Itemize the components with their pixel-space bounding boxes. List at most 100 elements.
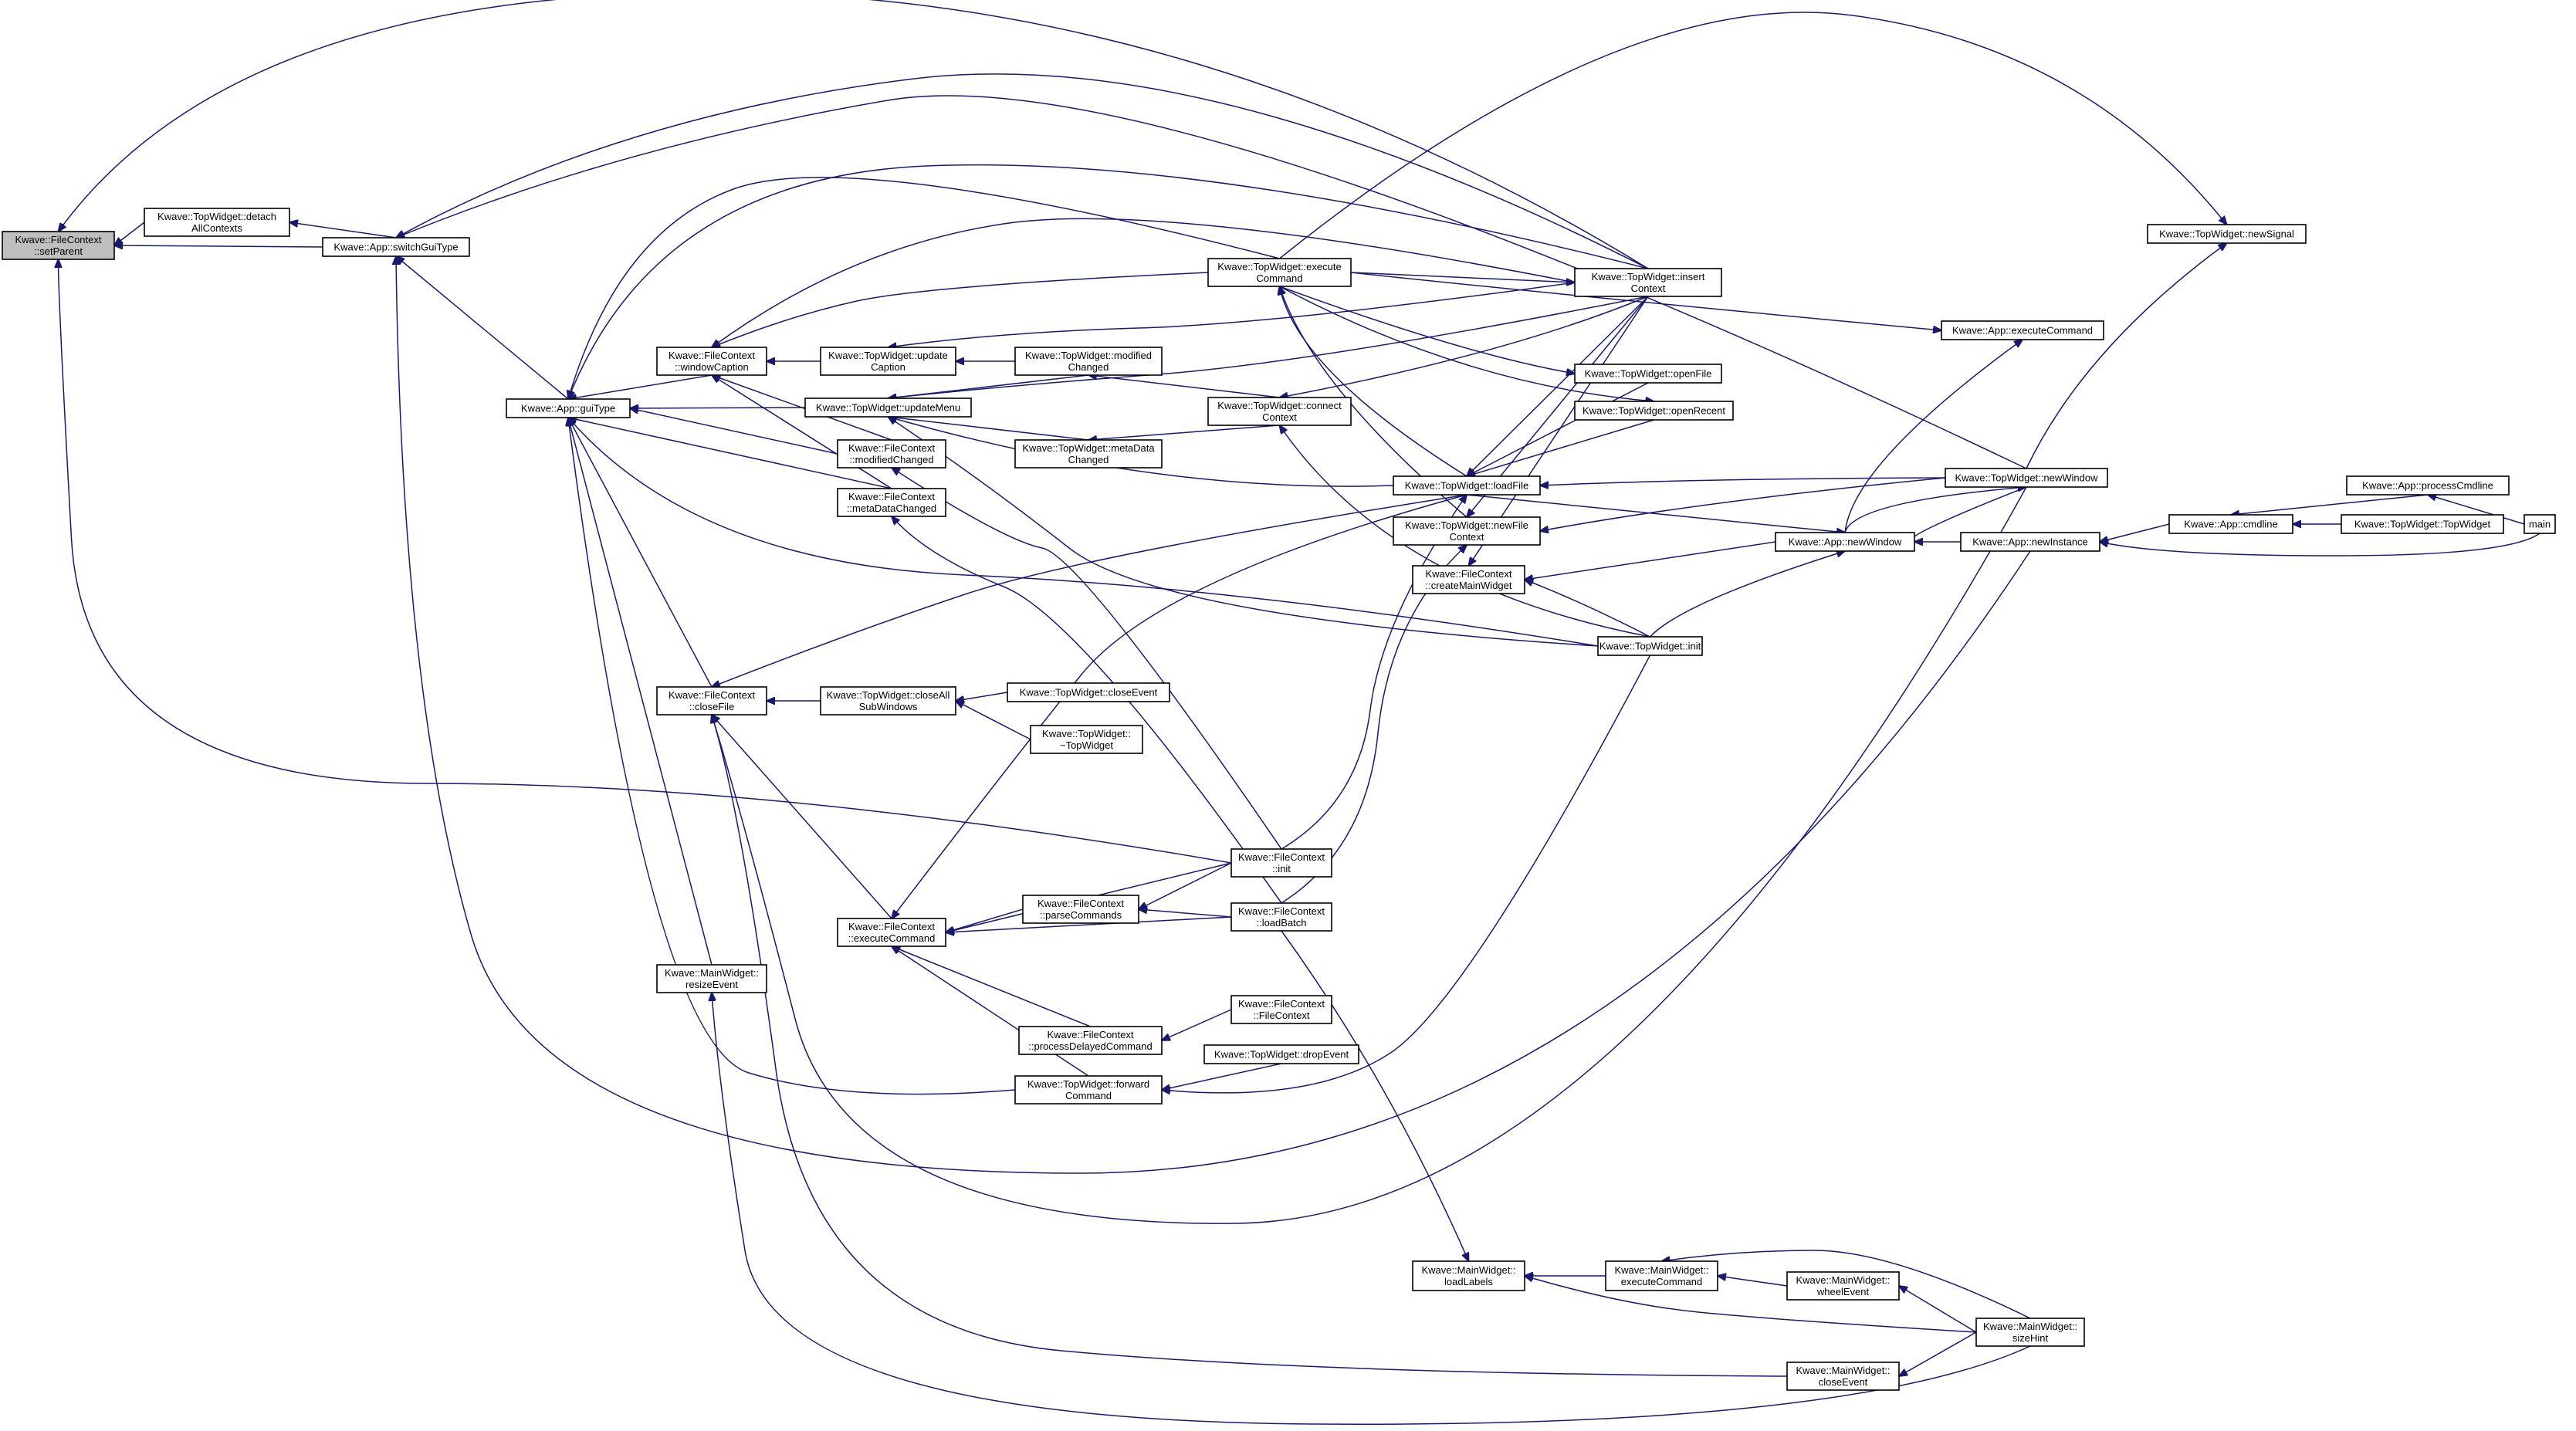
node-twDtor[interactable]: Kwave::TopWidget::~TopWidget — [1030, 725, 1143, 754]
node-procDelayed[interactable]: Kwave::FileContext::processDelayedComman… — [1018, 1026, 1163, 1055]
edge-twNewWindow-to-loadFile — [1540, 477, 1946, 485]
node-createMainW[interactable]: Kwave::FileContext::createMainWidget — [1412, 565, 1525, 594]
edge-openRecent-to-loadFile — [1467, 419, 1654, 476]
node-label: Kwave::FileContext — [1048, 1029, 1134, 1040]
node-cmdline[interactable]: Kwave::App::cmdline — [2168, 514, 2293, 534]
node-appNewWindow[interactable]: Kwave::App::newWindow — [1775, 532, 1915, 552]
node-box — [1786, 1362, 1900, 1391]
node-box — [1574, 364, 1722, 384]
node-newSignal[interactable]: Kwave::TopWidget::newSignal — [2147, 224, 2307, 244]
edge-fcModified-to-windowCaption — [712, 375, 892, 441]
node-label: ::loadBatch — [1256, 917, 1306, 929]
node-label: Command — [1257, 272, 1303, 284]
node-guiType[interactable]: Kwave::App::guiType — [506, 398, 631, 418]
node-resizeEvent[interactable]: Kwave::MainWidget::resizeEvent — [656, 964, 767, 993]
node-twMetaData[interactable]: Kwave::TopWidget::metaDataChanged — [1014, 439, 1163, 469]
node-sizeHint[interactable]: Kwave::MainWidget::sizeHint — [1975, 1318, 2085, 1347]
nodes-layer: Kwave::FileContext::setParentKwave::TopW… — [2, 208, 2556, 1391]
edge-wheelEvent-to-mwExecCmd — [1718, 1276, 1788, 1287]
node-label: Kwave::MainWidget:: — [665, 967, 759, 979]
node-twNewWindow[interactable]: Kwave::TopWidget::newWindow — [1945, 468, 2108, 488]
node-label: Kwave::FileContext — [1238, 998, 1325, 1010]
node-twInit[interactable]: Kwave::TopWidget::init — [1597, 636, 1703, 656]
node-updateMenu[interactable]: Kwave::TopWidget::updateMenu — [804, 398, 972, 418]
edge-loadBatch-to-parseCmds — [1139, 909, 1232, 918]
edge-twMetaData-to-updateMenu — [889, 417, 1089, 441]
node-twCloseEvent[interactable]: Kwave::TopWidget::closeEvent — [1007, 682, 1170, 702]
node-closeFile[interactable]: Kwave::FileContext::closeFile — [656, 686, 767, 716]
node-parseCmds[interactable]: Kwave::FileContext::parseCommands — [1022, 895, 1139, 924]
edge-procDelayed-to-execCmdFC — [892, 946, 1091, 1027]
node-label: wheelEvent — [1816, 1286, 1870, 1297]
node-fcInit[interactable]: Kwave::FileContext::init — [1230, 848, 1332, 878]
node-openFile[interactable]: Kwave::TopWidget::openFile — [1574, 364, 1722, 384]
node-mwExecCmd[interactable]: Kwave::MainWidget::executeCommand — [1605, 1260, 1718, 1291]
node-mwCloseEvent[interactable]: Kwave::MainWidget::closeEvent — [1786, 1362, 1900, 1391]
node-label: Kwave::TopWidget::newSignal — [2159, 228, 2294, 240]
node-main[interactable]: main — [2524, 514, 2556, 534]
edge-loadFile-to-twExecCmd — [1280, 286, 1467, 477]
node-windowCaption[interactable]: Kwave::FileContext::windowCaption — [656, 347, 767, 376]
node-box — [322, 237, 470, 257]
edge-connectCtx-to-twMetaData — [1088, 425, 1280, 440]
edge-parseCmds-to-execCmdFC — [946, 908, 1024, 932]
edge-twNewWindow-to-newFileCtx — [1540, 477, 1946, 531]
edge-openFile-to-loadFile — [1467, 382, 1649, 476]
node-loadFile[interactable]: Kwave::TopWidget::loadFile — [1393, 475, 1541, 496]
edge-fcCtor-to-procDelayed — [1162, 1009, 1232, 1040]
node-openRecent[interactable]: Kwave::TopWidget::openRecent — [1574, 401, 1734, 421]
edge-fcInit-to-loadFile — [1281, 495, 1467, 850]
node-setParent[interactable]: Kwave::FileContext::setParent — [2, 231, 115, 260]
node-twExecCmd[interactable]: Kwave::TopWidget::executeCommand — [1207, 258, 1352, 287]
node-label: Kwave::TopWidget::closeAll — [827, 689, 950, 701]
edge-insertCtx-to-updateCaption — [889, 282, 1576, 347]
node-box — [2341, 514, 2504, 534]
node-label: Kwave::MainWidget:: — [1796, 1365, 1890, 1376]
node-box — [2, 231, 115, 260]
node-box — [1574, 268, 1722, 297]
node-box — [1230, 848, 1332, 878]
edges-layer — [58, 0, 2540, 1425]
edge-guiType-to-switchGui — [396, 256, 569, 400]
node-processCmdline[interactable]: Kwave::App::processCmdline — [2346, 475, 2510, 496]
node-twCtor[interactable]: Kwave::TopWidget::TopWidget — [2341, 514, 2504, 534]
node-label: ::createMainWidget — [1426, 580, 1512, 591]
node-box — [1007, 682, 1170, 702]
node-loadBatch[interactable]: Kwave::FileContext::loadBatch — [1230, 902, 1332, 932]
edge-twExecCmd-to-openFile — [1279, 286, 1576, 374]
node-label: Kwave::App::processCmdline — [2362, 480, 2493, 492]
node-label: SubWindows — [859, 701, 918, 712]
node-label: Kwave::FileContext — [848, 491, 935, 502]
node-label: Kwave::TopWidget::updateMenu — [816, 402, 960, 414]
node-loadLabels[interactable]: Kwave::MainWidget::loadLabels — [1412, 1260, 1525, 1291]
node-label: Changed — [1068, 454, 1109, 465]
node-fcModified[interactable]: Kwave::FileContext::modifiedChanged — [837, 439, 946, 469]
node-label: Kwave::TopWidget::forward — [1027, 1078, 1149, 1090]
node-label: Kwave::FileContext — [669, 350, 755, 361]
node-fcCtor[interactable]: Kwave::FileContext::FileContext — [1230, 995, 1332, 1024]
node-newInstance[interactable]: Kwave::App::newInstance — [1960, 532, 2100, 552]
node-execCmdFC[interactable]: Kwave::FileContext::executeCommand — [837, 918, 946, 947]
edge-insertCtx-to-updateMenu — [889, 296, 1649, 398]
edge-fcMetaData-to-windowCaption — [712, 375, 892, 489]
node-box — [2168, 514, 2293, 534]
node-dropEvent[interactable]: Kwave::TopWidget::dropEvent — [1203, 1044, 1359, 1064]
node-label: Kwave::FileContext — [1238, 851, 1325, 863]
node-twModified[interactable]: Kwave::TopWidget::modifiedChanged — [1014, 347, 1163, 376]
node-switchGui[interactable]: Kwave::App::switchGuiType — [322, 237, 470, 257]
node-box — [2524, 514, 2556, 534]
node-wheelEvent[interactable]: Kwave::MainWidget::wheelEvent — [1786, 1271, 1900, 1301]
node-label: Kwave::TopWidget::dropEvent — [1214, 1049, 1349, 1061]
edge-forwardCmd-to-guiType — [568, 418, 1016, 1095]
edge-loadBatch-to-fcMetaData — [892, 516, 1282, 904]
node-appExecCmd[interactable]: Kwave::App::executeCommand — [1941, 320, 2104, 340]
node-label: ::setParent — [34, 245, 83, 257]
node-fcMetaData[interactable]: Kwave::FileContext::metaDataChanged — [837, 488, 946, 517]
